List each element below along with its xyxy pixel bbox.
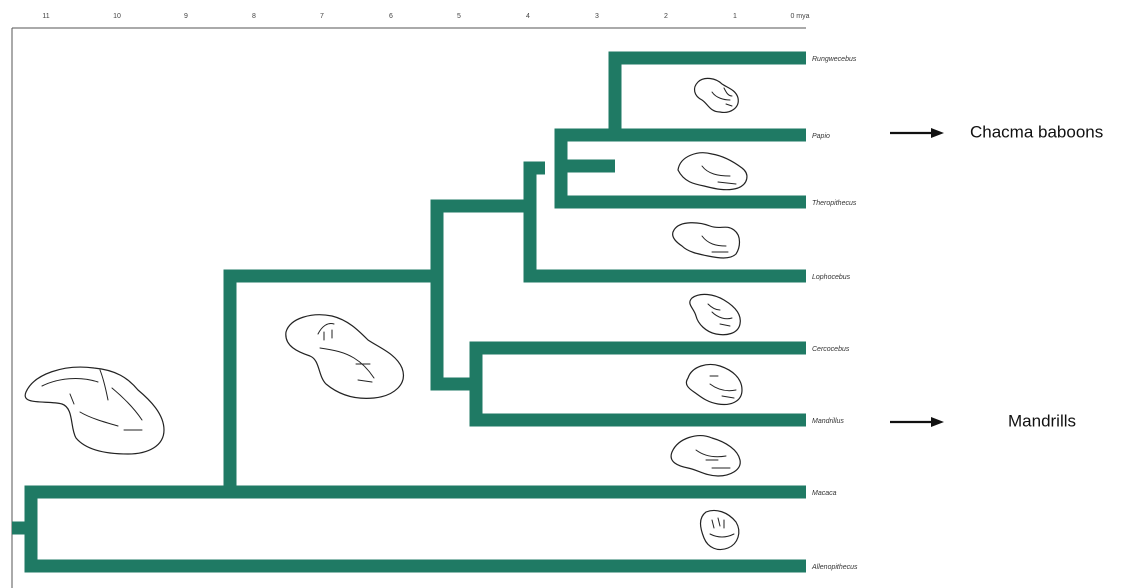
taxon-label-papio: Papio bbox=[812, 133, 830, 140]
callout-mandrills: Mandrills bbox=[890, 411, 1076, 430]
arrow-right-icon bbox=[890, 128, 944, 138]
tick-label: 10 bbox=[113, 13, 121, 20]
callout-label-mandrills: Mandrills bbox=[1008, 411, 1076, 430]
taxon-label-cercocebus: Cercocebus bbox=[812, 346, 850, 353]
skull-drawing bbox=[285, 314, 404, 399]
taxon-label-theropithecus: Theropithecus bbox=[812, 200, 857, 207]
branch-papionin-crown bbox=[523, 161, 806, 283]
tick-label: 9 bbox=[184, 13, 188, 20]
taxon-label-allenopithecus: Allenopithecus bbox=[811, 564, 858, 571]
taxon-label-rungwecebus: Rungwecebus bbox=[812, 56, 857, 63]
skull-drawing bbox=[677, 152, 748, 191]
branch-macaca-allenopithecus bbox=[24, 485, 806, 573]
callout-chacma-baboons: Chacma baboons bbox=[890, 122, 1103, 141]
tick-label: 11 bbox=[42, 13, 49, 20]
skull-drawing bbox=[689, 293, 741, 336]
skull-drawing bbox=[24, 366, 165, 455]
skull-drawing bbox=[693, 77, 739, 113]
tick-label: 0 mya bbox=[790, 13, 809, 20]
arrow-right-icon bbox=[890, 417, 944, 427]
branch-papionini bbox=[223, 269, 437, 492]
taxon-labels: Rungwecebus Papio Theropithecus Lophoceb… bbox=[811, 56, 858, 571]
tick-label: 1 bbox=[733, 13, 737, 20]
taxon-label-macaca: Macaca bbox=[812, 490, 837, 497]
tick-label: 3 bbox=[595, 13, 599, 20]
taxon-label-mandrillus: Mandrillus bbox=[812, 418, 844, 425]
taxon-label-lophocebus: Lophocebus bbox=[812, 274, 851, 281]
callout-label-chacma-baboons: Chacma baboons bbox=[970, 122, 1103, 141]
skull-drawing bbox=[672, 222, 741, 259]
tick-label: 2 bbox=[664, 13, 668, 20]
branch-cercocebus-mandrillus bbox=[469, 341, 806, 427]
skull-drawing bbox=[699, 509, 740, 551]
tick-label: 7 bbox=[320, 13, 324, 20]
tree-branches bbox=[12, 51, 806, 573]
tick-label: 6 bbox=[389, 13, 393, 20]
tick-label: 4 bbox=[526, 13, 530, 20]
figure-frame bbox=[11, 27, 806, 588]
skull-drawing bbox=[670, 435, 741, 477]
timescale: 11 10 9 8 7 6 5 4 3 2 1 0 mya bbox=[42, 13, 809, 20]
branch-african-papionins bbox=[430, 199, 530, 391]
skull-drawing bbox=[685, 363, 743, 406]
tick-label: 5 bbox=[457, 13, 461, 20]
tick-label: 8 bbox=[252, 13, 256, 20]
